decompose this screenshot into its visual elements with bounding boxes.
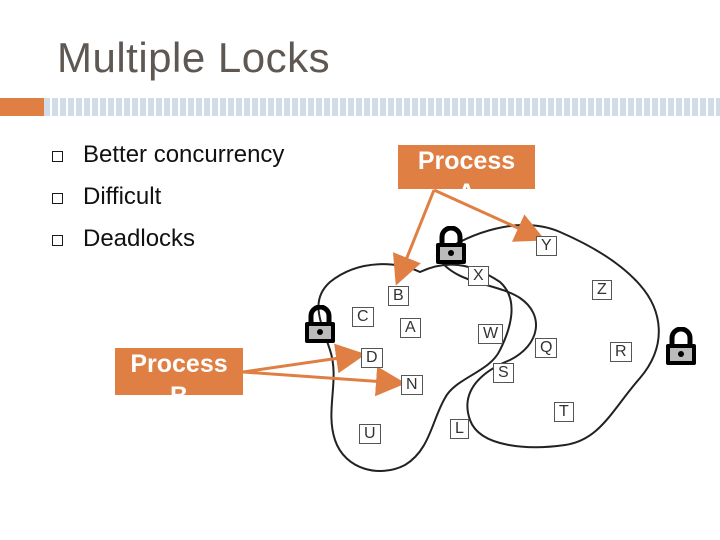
node-q: Q [535, 338, 558, 358]
process-b-arrow-to-n [242, 366, 406, 397]
bullet-square-icon [52, 192, 63, 204]
lock-icon [666, 327, 696, 365]
process-a-label-line1: Process [417, 147, 516, 175]
resource-region-right [435, 224, 660, 449]
process-b-box: Process B [115, 348, 243, 395]
bullet-list: Better concurrency Difficult Deadlocks [52, 134, 284, 260]
node-s: S [493, 363, 514, 383]
node-t: T [554, 402, 574, 422]
bullet-item: Deadlocks [52, 218, 284, 260]
node-n: N [401, 375, 423, 395]
node-b: B [388, 286, 409, 306]
lock-icon [436, 226, 466, 264]
node-u: U [359, 424, 381, 444]
node-y: Y [536, 236, 557, 256]
bullet-item: Difficult [52, 176, 284, 218]
node-r: R [610, 342, 632, 362]
bullet-item: Better concurrency [52, 134, 284, 176]
node-c: C [352, 307, 374, 327]
title-rule-accent [0, 98, 44, 116]
bullet-text: Difficult [83, 183, 162, 210]
process-a-arrow-to-b [392, 189, 436, 286]
title-rule-stripes [44, 98, 720, 116]
node-d: D [361, 348, 383, 368]
bullet-text: Better concurrency [83, 141, 285, 168]
bullet-square-icon [52, 234, 63, 246]
bullet-square-icon [52, 150, 63, 162]
process-a-box: Process A [398, 145, 535, 189]
bullet-text: Deadlocks [83, 225, 196, 252]
node-z: Z [592, 280, 612, 300]
node-l: L [450, 419, 469, 439]
process-b-arrow-to-d [242, 343, 366, 374]
process-b-label-line2: B [115, 380, 243, 395]
node-w: W [478, 324, 504, 344]
slide-title: Multiple Locks [57, 34, 331, 81]
process-b-label-line1: Process [130, 350, 228, 378]
process-a-arrow-to-y [433, 188, 546, 242]
lock-icon [305, 305, 335, 343]
node-a: A [400, 318, 421, 338]
resource-region-left [317, 263, 513, 473]
process-a-label-line2: A [398, 177, 535, 189]
node-x: X [468, 266, 489, 286]
